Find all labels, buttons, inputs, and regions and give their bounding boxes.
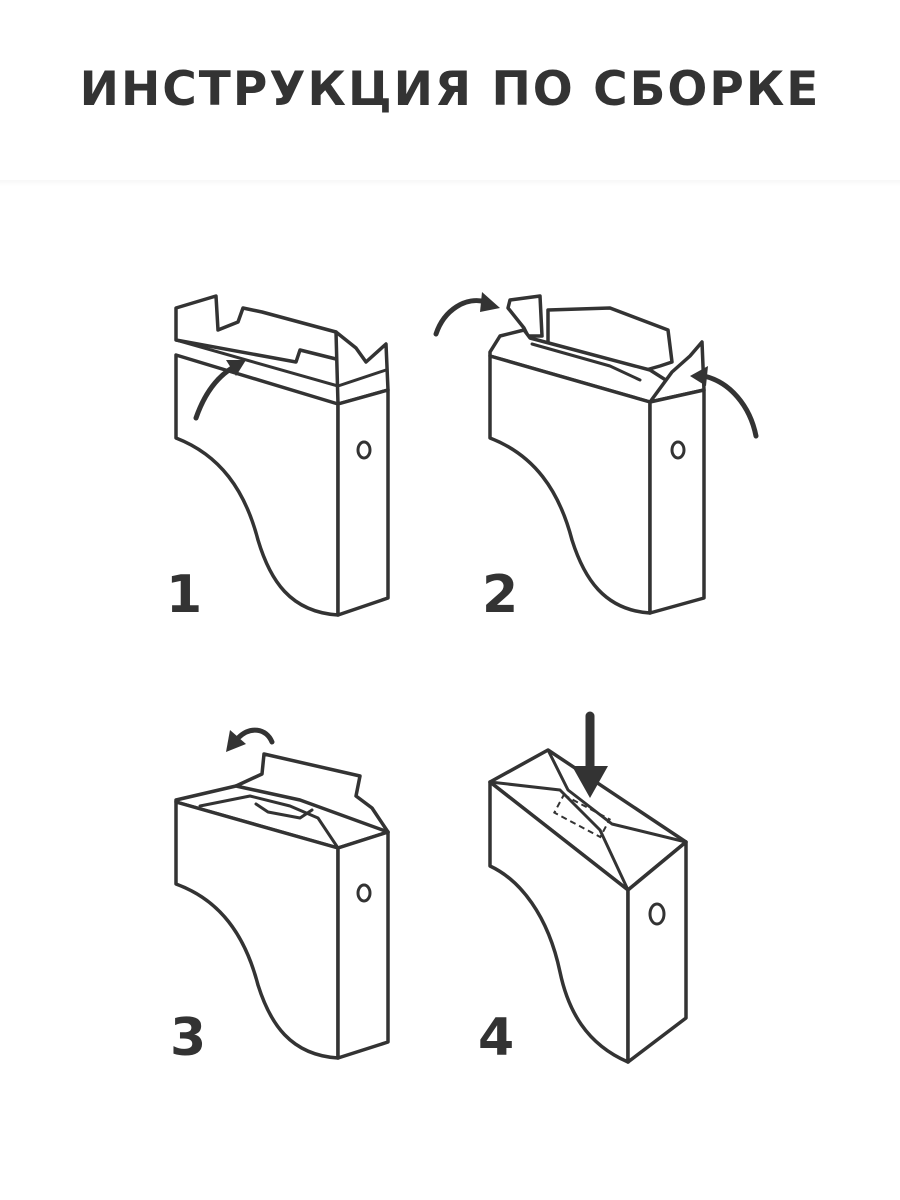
divider-band bbox=[0, 180, 900, 186]
step-number-3: 3 bbox=[170, 1008, 206, 1068]
page-title: ИНСТРУКЦИЯ ПО СБОРКЕ bbox=[79, 62, 821, 117]
step-number-2: 2 bbox=[482, 565, 518, 625]
step-1-illustration bbox=[174, 294, 390, 617]
step-3-illustration bbox=[174, 727, 390, 1060]
step-number-4: 4 bbox=[478, 1008, 514, 1068]
step-4-illustration bbox=[488, 711, 688, 1064]
step-number-1: 1 bbox=[166, 565, 202, 625]
step-2-illustration bbox=[433, 292, 759, 615]
